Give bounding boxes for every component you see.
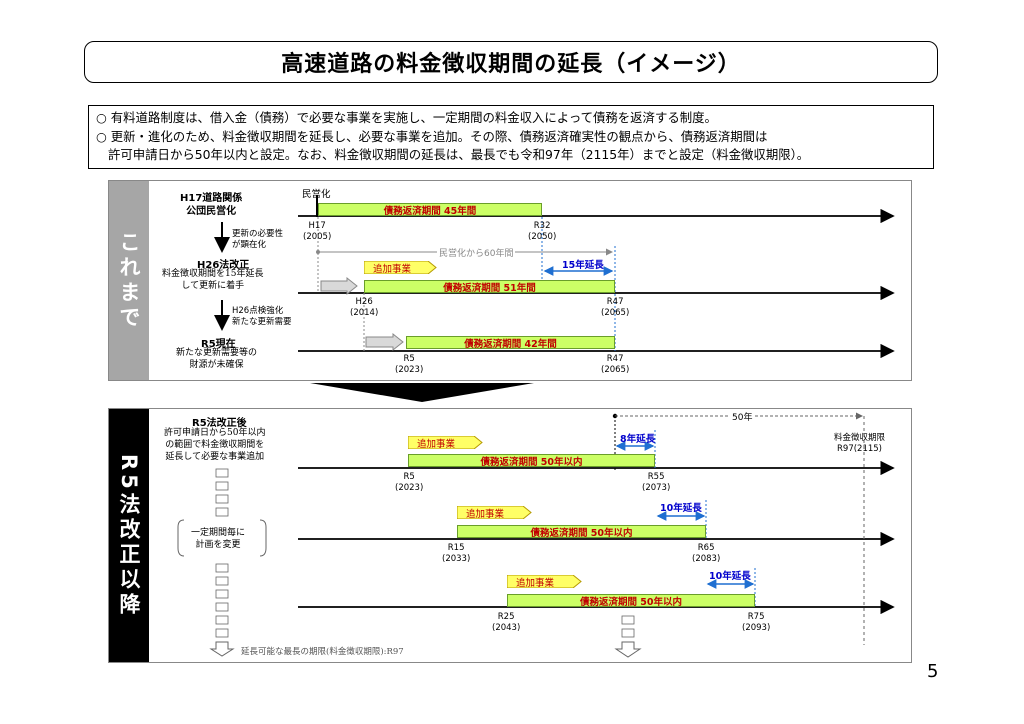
footnote-max-deadline: 延長可能な最長の期限(料金徴収期限):R97 <box>241 647 404 657</box>
note-renewal-need: 更新の必要性 が顕在化 <box>232 229 284 250</box>
summary-line-3: 許可申請日から50年以内と設定。なお、料金徴収期間の延長は、最長でも令和97年（… <box>108 147 810 162</box>
page-number: 5 <box>927 661 939 682</box>
history-row3-start: R5 (2023) <box>395 354 424 375</box>
reform-row1-extension: 8年延長 <box>620 434 656 445</box>
r5-step-desc: 新たな更新需要等の 財源が未確保 <box>176 348 258 370</box>
history-row2-end: R47 (2065) <box>601 297 630 318</box>
history-row2-bar: 債務返済期間 51年間 <box>364 280 615 294</box>
r5-step-title: R5現在 <box>201 339 236 350</box>
summary-line-2: ○ 更新・進化のため、料金徴収期間を延長し、必要な事業を追加。その際、債務返済確… <box>96 128 768 144</box>
history-row1-end: R32 (2050) <box>528 221 557 242</box>
history-row2-added-work: 追加事業 <box>364 261 437 275</box>
page-title: 高速道路の料金徴収期間の延長（イメージ） <box>84 41 938 83</box>
h26-step-title: H26法改正 <box>197 260 250 271</box>
reform-row1-start: R5 (2023) <box>395 472 424 493</box>
reform-row1-added-work: 追加事業 <box>408 436 483 450</box>
reform-row3-end: R75 (2093) <box>742 612 771 633</box>
summary-box: ○ 有料道路制度は、借入金（債務）で必要な事業を実施し、一定期間の料金収入によっ… <box>88 105 934 169</box>
reform-row3-added-work: 追加事業 <box>507 575 582 589</box>
privatization-label: 民営化 <box>302 189 331 200</box>
reform-row3-start: R25 (2043) <box>492 612 521 633</box>
note-inspection: H26点検強化 新たな更新需要 <box>232 306 292 327</box>
history-row2-start: H26 (2014) <box>350 297 379 318</box>
history-row1-bar: 債務返済期間 45年間 <box>318 203 542 217</box>
summary-line-1: ○ 有料道路制度は、借入金（債務）で必要な事業を実施し、一定期間の料金収入によっ… <box>96 110 717 125</box>
reform-row2-added-work: 追加事業 <box>457 506 532 520</box>
collection-deadline: 料金徴収期限 R97(2115) <box>834 433 886 454</box>
history-row2-extension: 15年延長 <box>562 260 604 271</box>
side-label-post-reform: R5法改正以降 <box>109 409 149 662</box>
reform-row1-end: R55 (2073) <box>642 472 671 493</box>
reform-row3-bar: 債務返済期間 50年以内 <box>507 594 755 608</box>
fifty-years-label: 50年 <box>730 410 755 423</box>
periodic-plan-change: 一定期間毎に 計画を変更 <box>191 528 246 550</box>
h26-step-desc: 料金徴収期間を15年延長 して更新に着手 <box>162 269 264 291</box>
history-row1-start: H17 (2005) <box>303 221 332 242</box>
history-row3-bar: 債務返済期間 42年間 <box>406 336 615 350</box>
reform-row2-bar: 債務返済期間 50年以内 <box>457 525 706 539</box>
h17-step-title: H17道路関係 公団民営化 <box>180 193 243 217</box>
post-reform-desc: 許可申請日から50年以内 の範囲で料金徴収期間を 延長して必要な事業追加 <box>164 428 266 462</box>
sixty-years-label: 民営化から60年間 <box>437 246 516 259</box>
reform-row1-bar: 債務返済期間 50年以内 <box>408 454 655 468</box>
reform-row2-start: R15 (2033) <box>442 543 471 564</box>
reform-row2-extension: 10年延長 <box>660 503 702 514</box>
side-label-history: これまで <box>109 181 149 380</box>
reform-row3-extension: 10年延長 <box>709 571 751 582</box>
reform-row2-end: R65 (2083) <box>692 543 721 564</box>
history-row3-end: R47 (2065) <box>601 354 630 375</box>
post-reform-title: R5法改正後 <box>192 418 247 429</box>
